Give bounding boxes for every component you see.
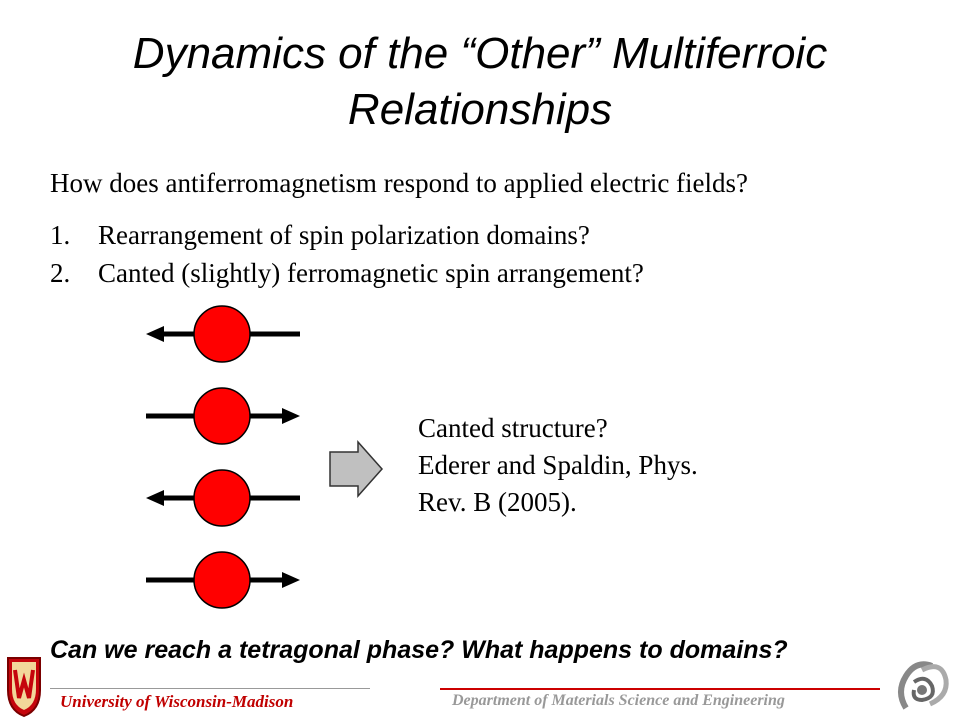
slide-title: Dynamics of the “Other” Multiferroic Rel… — [132, 29, 828, 134]
spin-arrow-head — [282, 572, 300, 588]
list-item-text: Canted (slightly) ferromagnetic spin arr… — [98, 258, 644, 288]
list-item: 1. Rearrangement of spin polarization dom… — [50, 216, 644, 254]
atom — [193, 305, 251, 363]
footer-divider-left — [50, 688, 370, 689]
question-list: 1. Rearrangement of spin polarization dom… — [50, 216, 644, 292]
spin-arrow-head — [146, 490, 164, 506]
spin-diagram — [146, 305, 300, 609]
footer-divider-right — [440, 688, 880, 690]
right-block-arrow-icon — [329, 440, 384, 498]
note-line: Rev. B (2005). — [418, 487, 577, 517]
uw-crest-icon — [7, 657, 41, 718]
spin-right — [146, 551, 300, 609]
canted-note: Canted structure? Ederer and Spaldin, Ph… — [418, 410, 698, 521]
department-logo-icon — [898, 661, 949, 710]
spin-left — [146, 469, 300, 527]
spin-arrow-head — [282, 408, 300, 424]
list-item: 2. Canted (slightly) ferromagnetic spin a… — [50, 254, 644, 292]
note-line: Ederer and Spaldin, Phys. — [418, 450, 698, 480]
list-item-number: 1. — [50, 220, 71, 250]
footer-department: Department of Materials Science and Engi… — [452, 692, 785, 709]
spin-left — [146, 305, 300, 363]
question-text: How does antiferromagnetism respond to a… — [50, 168, 749, 198]
atom — [193, 387, 251, 445]
atom — [193, 551, 251, 609]
spin-arrow-head — [146, 326, 164, 342]
list-item-number: 2. — [50, 258, 71, 288]
footer-university: University of Wisconsin-Madison — [60, 692, 294, 711]
atom — [193, 469, 251, 527]
spin-right — [146, 387, 300, 445]
bottom-question: Can we reach a tetragonal phase? What ha… — [50, 636, 788, 664]
note-line: Canted structure? — [418, 413, 608, 443]
list-item-text: Rearrangement of spin polarization domai… — [98, 220, 590, 250]
